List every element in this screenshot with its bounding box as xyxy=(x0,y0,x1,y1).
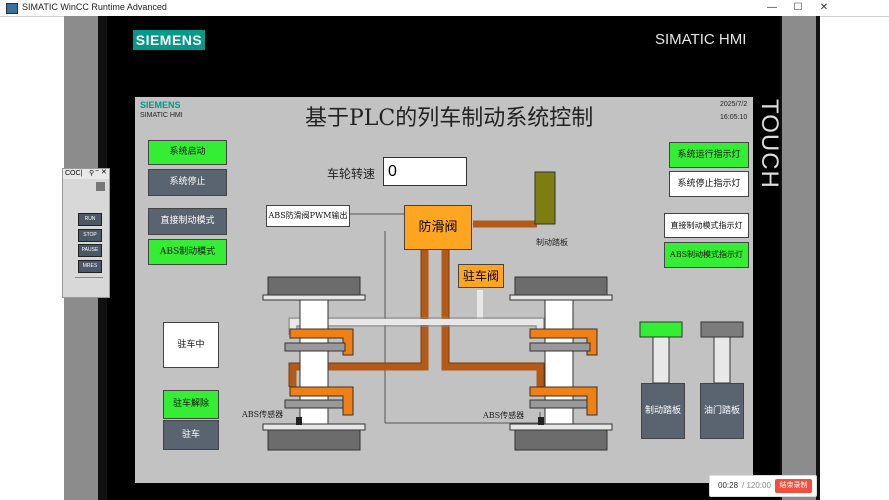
plc-sim-panel: COC| ⚲ − ✕ RUN STOP PAUSE MRES xyxy=(62,168,110,298)
minimize-icon[interactable]: − xyxy=(95,168,100,175)
system-run-indicator: 系统运行指示灯 xyxy=(669,142,749,168)
date-display: 2025/7/2 xyxy=(720,101,748,108)
brake-diagram xyxy=(262,171,744,451)
plc-sim-header: COC| ⚲ − ✕ xyxy=(63,168,109,179)
stop-button[interactable]: STOP xyxy=(78,229,102,242)
abs-sensor-left-label: ABS传感器 xyxy=(242,410,284,419)
close-button[interactable]: ✕ xyxy=(819,2,829,13)
parking-state-indicator: 驻车中 xyxy=(163,322,219,368)
siemens-logo: SIEMENS xyxy=(133,30,205,50)
abs-sensor-right-icon xyxy=(538,417,544,425)
app-icon xyxy=(6,3,18,14)
maximize-button[interactable]: ☐ xyxy=(793,2,803,13)
window-titlebar: SIMATIC WinCC Runtime Advanced — ☐ ✕ xyxy=(0,0,889,17)
frame-stripe-right xyxy=(782,16,816,500)
system-start-button[interactable]: 系统启动 xyxy=(148,140,227,165)
pin-icon[interactable]: ⚲ xyxy=(89,170,95,177)
pedal-columns xyxy=(639,321,744,384)
divider xyxy=(75,277,103,278)
abs-sensor-right-label: ABS传感器 xyxy=(483,411,525,420)
wheel-left xyxy=(262,276,366,451)
parking-release-button[interactable]: 驻车解除 xyxy=(163,390,219,419)
direct-mode-indicator: 直接制动模式指示灯 xyxy=(664,213,749,238)
run-button[interactable]: RUN xyxy=(78,213,102,226)
brake-pedal-button[interactable]: 制动踏板 xyxy=(641,383,685,439)
direct-brake-mode-button[interactable]: 直接制动模式 xyxy=(148,208,227,235)
abs-sensor-left-icon xyxy=(296,417,302,425)
hmi-screen: SIEMENS SIMATIC HMI 基于PLC的列车制动系统控制 2025/… xyxy=(135,97,753,483)
wheel-right xyxy=(509,276,613,451)
recording-elapsed: 00:28 xyxy=(718,481,739,490)
product-label: SIMATIC HMI xyxy=(655,31,747,48)
abs-mode-indicator: ABS制动模式指示灯 xyxy=(664,242,749,268)
parking-button[interactable]: 驻车 xyxy=(163,420,219,450)
window-title: SIMATIC WinCC Runtime Advanced xyxy=(22,2,167,12)
screen-simatic-label: SIMATIC HMI xyxy=(140,112,183,119)
mres-button[interactable]: MRES xyxy=(78,260,102,273)
close-icon[interactable]: ✕ xyxy=(101,169,107,176)
time-display: 16:05:10 xyxy=(720,114,748,121)
touch-label: TOUCH xyxy=(756,99,783,189)
system-stop-button[interactable]: 系统停止 xyxy=(148,169,227,196)
wheel-speed-label: 车轮转速 xyxy=(327,167,376,181)
wheel-speed-field: 0 xyxy=(383,157,467,186)
brake-pedal-rod xyxy=(534,171,556,225)
brake-pedal-label: 制动踏板 xyxy=(536,238,568,247)
abs-pwm-output: ABS防滑阀PWM输出 xyxy=(266,205,350,227)
brake-pipes xyxy=(289,220,544,387)
plc-sim-title: COC| xyxy=(65,170,83,177)
recording-total: / 120:00 xyxy=(742,481,771,490)
pause-button[interactable]: PAUSE xyxy=(78,244,102,257)
system-stop-indicator: 系统停止指示灯 xyxy=(669,171,749,197)
settings-icon[interactable] xyxy=(96,182,105,191)
screen-title: 基于PLC的列车制动系统控制 xyxy=(305,106,594,131)
abs-brake-mode-button[interactable]: ABS制动模式 xyxy=(148,239,227,265)
parking-valve: 驻车阀 xyxy=(458,264,504,288)
minimize-button[interactable]: — xyxy=(767,2,777,13)
anti-skid-valve: 防滑阀 xyxy=(404,205,472,250)
throttle-pedal-button[interactable]: 油门踏板 xyxy=(700,383,744,439)
screen-siemens-logo: SIEMENS xyxy=(140,100,181,110)
recording-widget: 00:28 / 120:00 结束录制 xyxy=(709,475,817,497)
end-recording-button[interactable]: 结束录制 xyxy=(775,479,812,493)
